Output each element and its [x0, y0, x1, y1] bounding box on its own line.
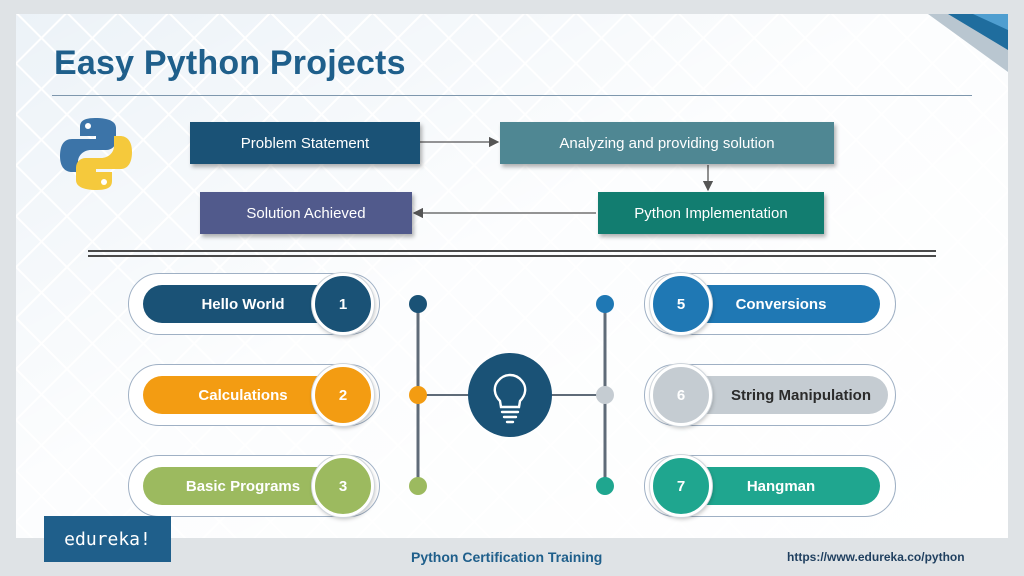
- project-label-hangman[interactable]: Hangman: [682, 467, 880, 505]
- project-label-basic-programs[interactable]: Basic Programs: [143, 467, 343, 505]
- section-divider-bottom: [88, 255, 936, 257]
- title-divider: [52, 95, 972, 96]
- project-number-6: 6: [650, 364, 712, 426]
- footer-course-title: Python Certification Training: [411, 549, 603, 565]
- project-label-hello-world[interactable]: Hello World: [143, 285, 343, 323]
- problem-statement-box: Problem Statement: [190, 122, 420, 164]
- project-number-2: 2: [312, 364, 374, 426]
- slide: Easy Python Projects Problem Statement A…: [16, 14, 1008, 538]
- project-number-1: 1: [312, 273, 374, 335]
- edureka-logo: edureka!: [44, 516, 171, 562]
- lightbulb-icon: [493, 373, 527, 424]
- footer-url-link[interactable]: https://www.edureka.co/python: [787, 550, 965, 564]
- project-label-calculations[interactable]: Calculations: [143, 376, 343, 414]
- project-label-string-manipulation[interactable]: String Manipulation: [682, 376, 888, 414]
- section-divider-top: [88, 250, 936, 252]
- analyzing-box: Analyzing and providing solution: [500, 122, 834, 164]
- python-implementation-box: Python Implementation: [598, 192, 824, 234]
- center-connector: [409, 295, 614, 495]
- project-number-3: 3: [312, 455, 374, 517]
- project-number-7: 7: [650, 455, 712, 517]
- project-label-conversions[interactable]: Conversions: [682, 285, 880, 323]
- project-number-5: 5: [650, 273, 712, 335]
- slide-title: Easy Python Projects: [54, 44, 406, 82]
- python-logo-icon: [60, 118, 132, 190]
- corner-decoration: [928, 14, 1008, 72]
- solution-achieved-box: Solution Achieved: [200, 192, 412, 234]
